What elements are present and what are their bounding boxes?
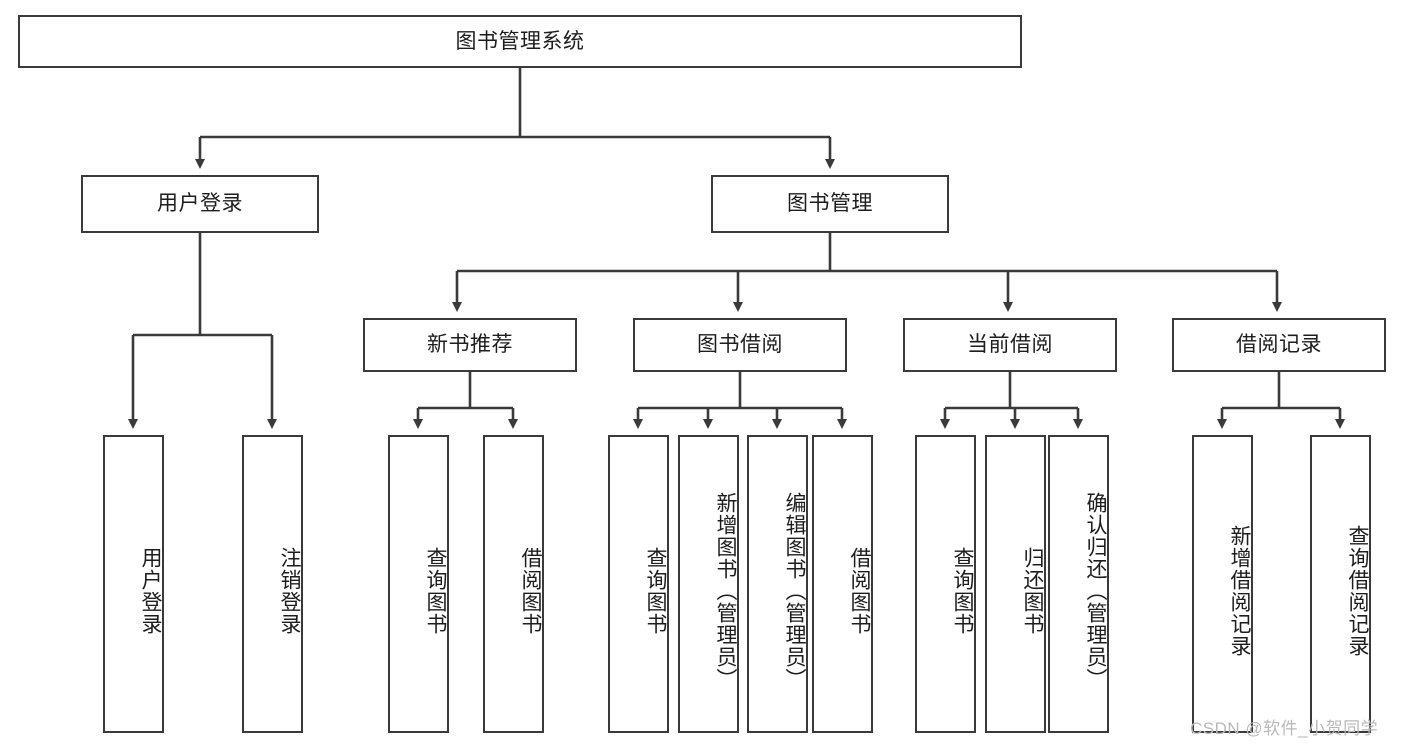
node-level2-new-book-recommend[interactable]: 新书推荐 [363, 318, 577, 372]
node-label: 注销登录 [278, 547, 301, 635]
node-leaf-query-book-borrow[interactable]: 查询图书 [608, 435, 669, 733]
tree-connectors [128, 68, 1345, 429]
node-leaf-return-book[interactable]: 归还图书 [985, 435, 1046, 733]
node-label: 新书推荐 [427, 333, 513, 357]
node-label: 图书借阅 [697, 333, 783, 357]
node-label: 用户登录 [157, 192, 243, 216]
node-label: 确认归还（管理员） [1084, 492, 1107, 690]
node-label: 新增借阅记录 [1228, 525, 1251, 657]
node-level1-user-login[interactable]: 用户登录 [81, 175, 319, 233]
node-level2-borrow-records[interactable]: 借阅记录 [1172, 318, 1386, 372]
node-label: 查询借阅记录 [1346, 525, 1369, 657]
node-leaf-borrow-book[interactable]: 借阅图书 [812, 435, 873, 733]
node-leaf-borrow-book-new[interactable]: 借阅图书 [483, 435, 544, 733]
node-leaf-edit-book-admin[interactable]: 编辑图书（管理员） [747, 435, 808, 733]
node-label: 图书管理 [787, 192, 873, 216]
node-leaf-query-book-new[interactable]: 查询图书 [388, 435, 449, 733]
node-leaf-query-book-current[interactable]: 查询图书 [915, 435, 976, 733]
node-label: 查询图书 [644, 547, 667, 635]
node-root-label: 图书管理系统 [455, 29, 585, 53]
node-label: 用户登录 [139, 547, 162, 635]
node-leaf-add-book-admin[interactable]: 新增图书（管理员） [678, 435, 739, 733]
node-leaf-query-borrow-record[interactable]: 查询借阅记录 [1310, 435, 1371, 733]
node-label: 当前借阅 [967, 333, 1053, 357]
node-leaf-user-login[interactable]: 用户登录 [103, 435, 164, 733]
node-leaf-add-borrow-record[interactable]: 新增借阅记录 [1192, 435, 1253, 733]
node-level2-book-borrow[interactable]: 图书借阅 [633, 318, 847, 372]
node-leaf-confirm-return-admin[interactable]: 确认归还（管理员） [1048, 435, 1109, 733]
node-label: 借阅图书 [848, 547, 871, 635]
node-label: 查询图书 [951, 547, 974, 635]
node-label: 借阅记录 [1236, 333, 1322, 357]
node-label: 借阅图书 [519, 547, 542, 635]
node-leaf-logout[interactable]: 注销登录 [242, 435, 303, 733]
node-level1-book-management[interactable]: 图书管理 [711, 175, 949, 233]
node-label: 查询图书 [424, 547, 447, 635]
node-root[interactable]: 图书管理系统 [18, 15, 1022, 68]
node-level2-current-borrow[interactable]: 当前借阅 [903, 318, 1117, 372]
node-label: 编辑图书（管理员） [783, 492, 806, 690]
node-label: 归还图书 [1021, 547, 1044, 635]
node-label: 新增图书（管理员） [714, 492, 737, 690]
